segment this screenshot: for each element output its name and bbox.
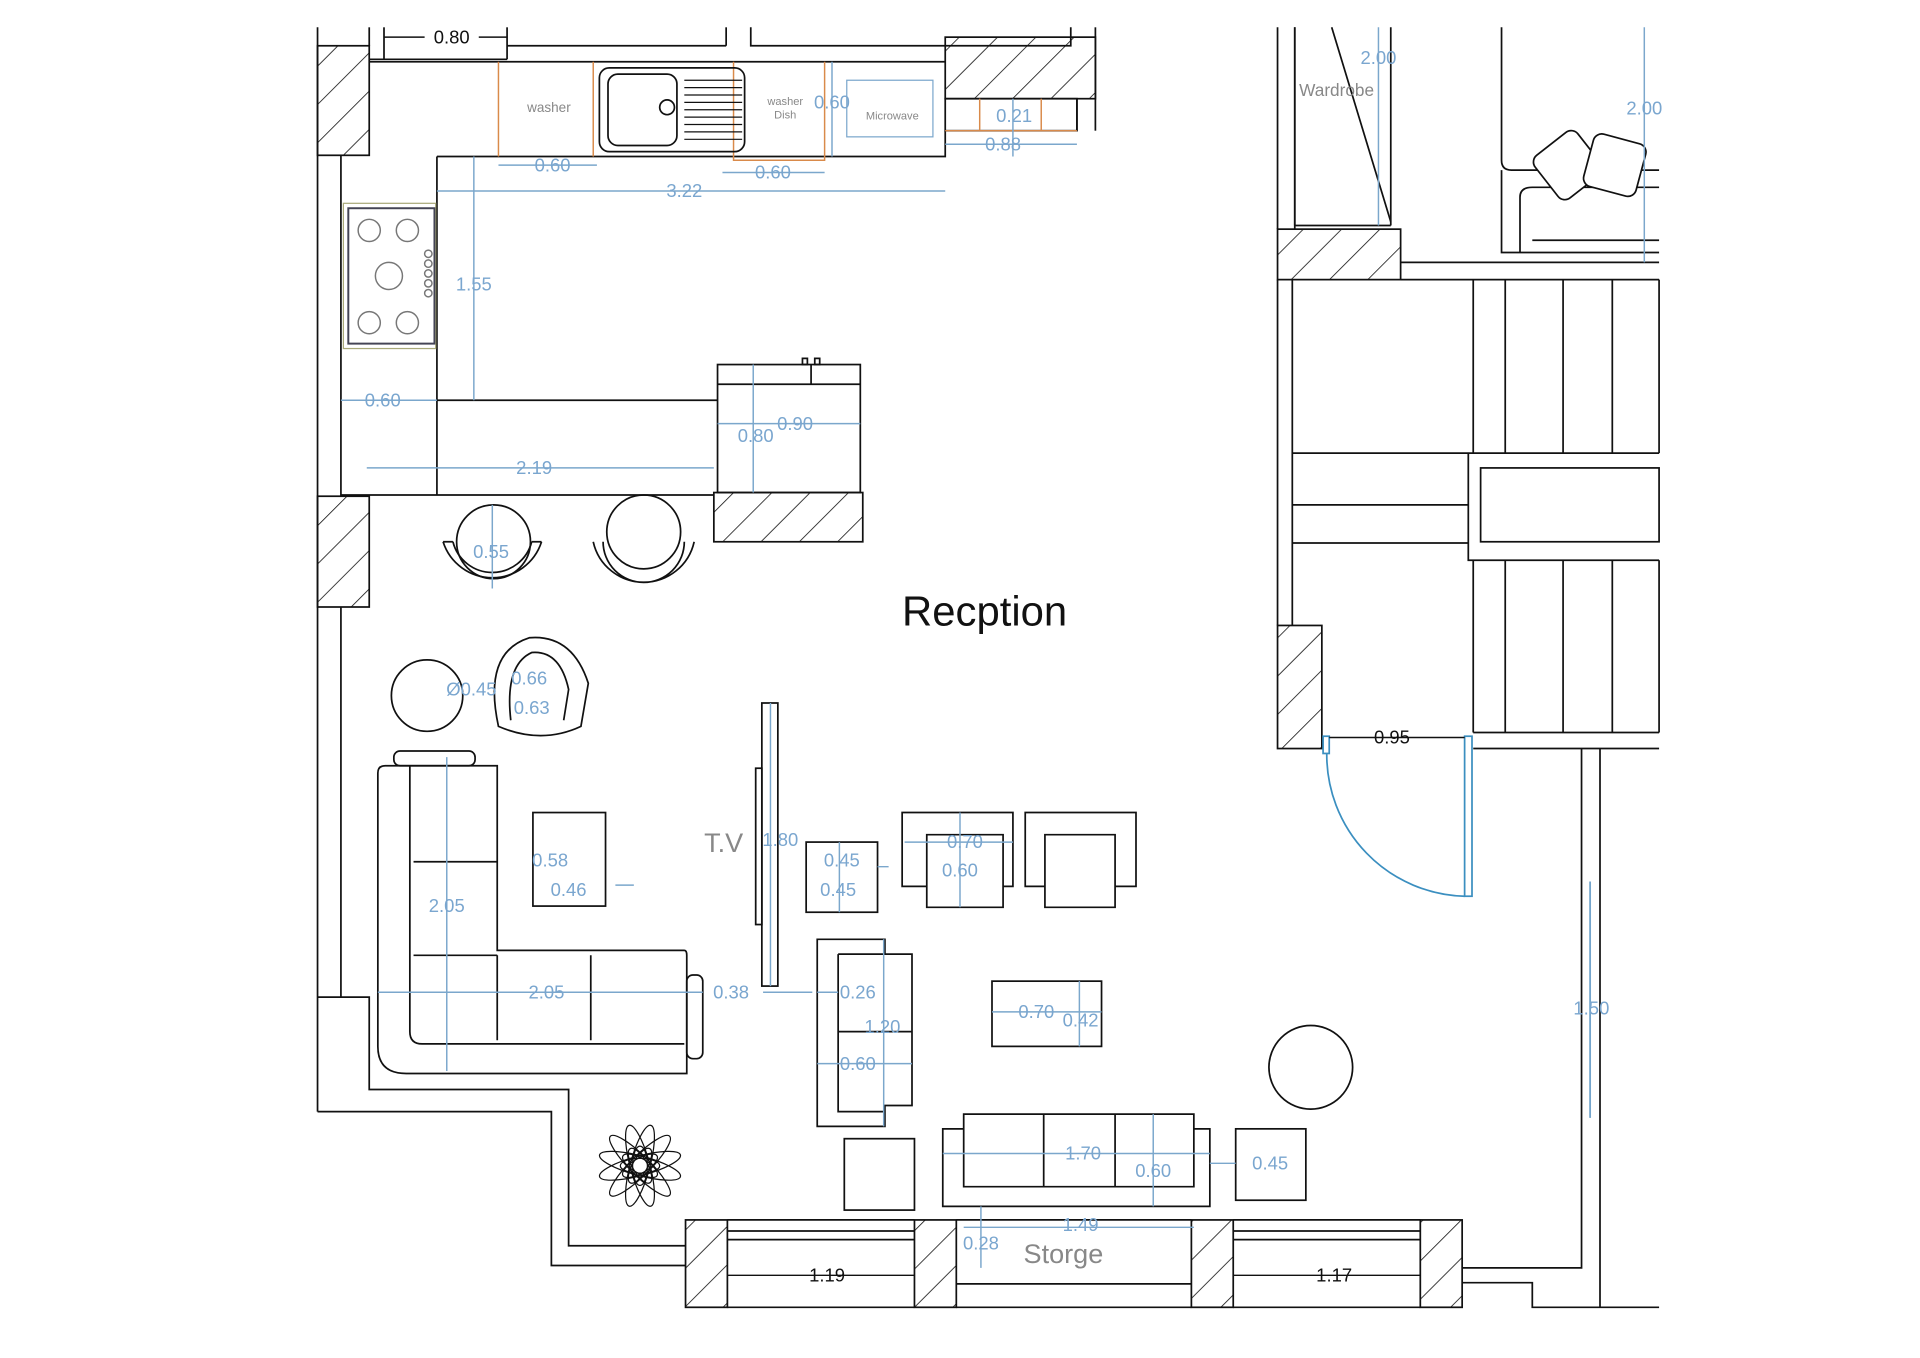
dim-label: 1.80	[762, 829, 798, 850]
dim-label: 0.70	[947, 831, 983, 852]
dim-label: 0.88	[985, 133, 1021, 154]
living-furniture	[376, 636, 1592, 1211]
window-pier	[1419, 1219, 1464, 1309]
wall-pier	[944, 36, 1097, 100]
dim-label: 0.21	[996, 105, 1032, 126]
dim-label: 0.45	[1252, 1152, 1288, 1173]
washer-label: washer	[526, 100, 571, 115]
dishwasher-label-1: washer	[766, 96, 803, 108]
dim-label: 3.22	[666, 180, 702, 201]
wall-pier	[1276, 624, 1323, 750]
l-sofa	[376, 764, 688, 1075]
dim-label: 2.00	[1626, 98, 1662, 119]
dim-label: 1.70	[1065, 1143, 1101, 1164]
fridge	[716, 357, 862, 494]
plant-icon	[598, 1124, 682, 1207]
dim-label: 0.66	[511, 668, 547, 689]
dim-label: 2.00	[1361, 47, 1397, 68]
dim-label: 1.49	[1063, 1214, 1099, 1235]
wall-pier	[316, 495, 371, 608]
armchair	[901, 811, 1014, 909]
armchair	[493, 636, 590, 737]
dim-label: 2.05	[529, 981, 565, 1002]
dim-label: 0.45	[824, 850, 860, 871]
dim-label: 1.17	[1316, 1264, 1352, 1285]
dim-label: 0.80	[434, 26, 470, 47]
microwave	[846, 79, 934, 138]
room-title: Recption	[902, 587, 1067, 634]
armchair	[1024, 811, 1137, 909]
dim-label: 0.28	[963, 1232, 999, 1253]
end-table	[532, 811, 607, 907]
loveseat	[816, 938, 913, 1128]
dim-label: 1.20	[865, 1016, 901, 1037]
storage-label: Storge	[1024, 1238, 1104, 1269]
dim-label: 1.50	[1573, 997, 1609, 1018]
dim-label: 0.42	[1063, 1010, 1099, 1031]
walls	[316, 27, 1660, 1309]
sofa	[941, 1113, 1211, 1208]
dim-label: 2.05	[429, 895, 465, 916]
window-pier	[1190, 1219, 1235, 1309]
dim-label: 2.19	[516, 457, 552, 478]
dim-label: 0.70	[1018, 1001, 1054, 1022]
dim-label: 0.95	[1374, 727, 1410, 748]
dim-label: 0.38	[713, 981, 749, 1002]
dim-label: 0.60	[535, 154, 571, 175]
dim-label: 0.60	[942, 860, 978, 881]
dim-label: 0.60	[365, 389, 401, 410]
kitchen	[340, 60, 1078, 584]
side-table	[390, 659, 464, 733]
dim-label: 0.58	[532, 850, 568, 871]
dim-label: 0.60	[814, 92, 850, 113]
dim-label: 0.60	[755, 162, 791, 183]
wardrobe-label: Wardrobe	[1299, 80, 1374, 100]
dim-label: 1.55	[456, 274, 492, 295]
wall-pier	[712, 491, 864, 543]
dim-label: 0.80	[738, 425, 774, 446]
side-box	[843, 1137, 916, 1211]
stove	[342, 202, 437, 350]
coffee-table	[991, 980, 1103, 1048]
window-pier	[913, 1219, 958, 1309]
dishwasher-label-2: Dish	[774, 109, 796, 121]
wall-pier	[1276, 228, 1402, 281]
tv-label: T.V	[704, 827, 743, 858]
dim-label: 0.55	[473, 541, 509, 562]
wall-pier	[316, 44, 371, 157]
ottoman	[805, 841, 879, 914]
bar-stool	[592, 541, 695, 584]
dim-label: 0.63	[514, 697, 550, 718]
column	[1268, 1024, 1354, 1111]
dim-label: 0.45	[820, 879, 856, 900]
side-box	[1234, 1127, 1307, 1202]
dimension-lines	[340, 27, 1646, 1277]
dim-label: 1.19	[809, 1264, 845, 1285]
window-pier	[684, 1219, 729, 1309]
dim-label: 0.60	[1135, 1160, 1171, 1181]
microwave-label: Microwave	[866, 111, 919, 123]
sink	[598, 67, 746, 153]
pillow	[1582, 133, 1647, 198]
dim-label: 0.26	[840, 981, 876, 1002]
dim-label: 0.46	[551, 879, 587, 900]
dim-label: Ø0.45	[446, 679, 496, 700]
dimension-labels: 0.80 0.60 0.60 0.60 0.21 0.88 3.22 1.55 …	[365, 26, 1662, 1285]
door	[1322, 735, 1473, 898]
dim-label: 0.60	[840, 1053, 876, 1074]
dim-label: 0.90	[777, 413, 813, 434]
